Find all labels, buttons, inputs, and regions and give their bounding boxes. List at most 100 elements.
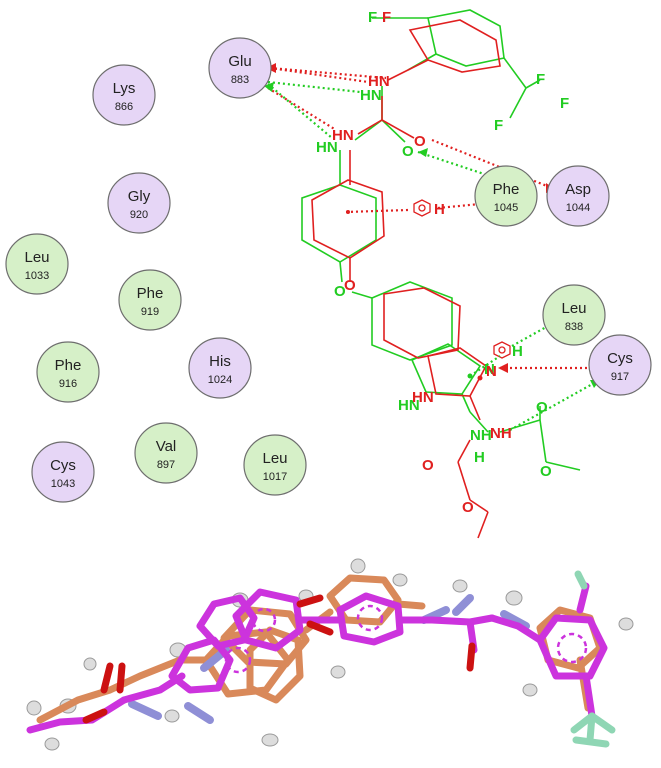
hydrogen-atoms [26,558,634,751]
residue-number: 838 [565,321,583,333]
residue-bubble [31,441,95,503]
residue-lys-866: Lys 866 [92,64,156,126]
residue-number: 1043 [51,478,75,490]
residue-cys-1043: Cys 1043 [31,441,95,503]
residue-bubble [208,37,272,99]
residue-number: 1024 [208,374,232,386]
atom-hn-top-red: HN [368,73,390,90]
residue-number: 919 [141,306,159,318]
residue-name: Glu [228,53,251,70]
atom-o-carb1: O [536,399,548,416]
interaction-arrowheads [264,63,600,388]
atom-ether-o-green: O [334,283,346,300]
oxygen-atoms [82,594,476,724]
residue-number: 897 [157,459,175,471]
atom-f2: F [382,9,391,26]
atom-hn-imid-red: HN [412,389,434,406]
residue-bubble [134,422,198,484]
residue-number: 1017 [263,471,287,483]
residue-name: His [209,353,231,370]
superposed-3d-stick-model [26,558,634,751]
interaction-lines [267,66,597,431]
aromatic-dash-circles [224,604,588,674]
residue-bubble [118,269,182,331]
residue-name: Leu [561,300,586,317]
atom-o-carb2: O [422,457,434,474]
residue-phe-919: Phe 919 [118,269,182,331]
residue-bubble [243,434,307,496]
residue-name: Gly [128,188,151,205]
residue-leu-1033: Leu 1033 [5,233,69,295]
residue-phe-916: Phe 916 [36,341,100,403]
residue-val-897: Val 897 [134,422,198,484]
residue-number: 883 [231,74,249,86]
residue-bubble [107,172,171,234]
residue-leu-1017: Leu 1017 [243,434,307,496]
atom-f4: F [560,95,569,112]
residue-bubble [588,334,652,396]
residue-name: Asp [565,181,591,198]
atom-labels: F F F F F HN HN HN HN O O O O H H N N HN… [316,9,569,516]
residue-number: 1033 [25,270,49,282]
atom-o-urea-green: O [402,143,414,160]
ligand-green-skeleton [301,9,581,471]
residue-name: Cys [607,350,633,367]
atom-h-pi2: H [512,343,523,360]
residue-bubble [542,284,606,346]
atom-hn-imid-green: HN [398,397,420,414]
atom-nh-carb-red: NH [490,425,512,442]
residue-name: Phe [137,285,164,302]
ligand-2d-diagram: F F F F F HN HN HN HN O O O O H H N N HN… [264,9,600,539]
atom-nh-carb-green: NH [470,427,492,444]
residue-leu-838: Leu 838 [542,284,606,346]
residue-name: Val [156,438,177,455]
atom-f3: F [536,71,545,88]
residue-gly-920: Gly 920 [107,172,171,234]
pi-centroid-dot-red [477,375,483,381]
residue-number: 920 [130,209,148,221]
atom-h-pi1: H [434,201,445,218]
atom-hn-top-green: HN [360,87,382,104]
fluorine-atoms [570,570,616,748]
residue-number: 916 [59,378,77,390]
atom-o-urea-red: O [414,133,426,150]
pi-ring-icon-leu838 [493,341,511,359]
residue-name: Lys [113,80,136,97]
residue-name: Phe [493,181,520,198]
residue-bubble [92,64,156,126]
atom-f1: F [368,9,377,26]
residue-number: 866 [115,101,133,113]
residue-phe-1045: Phe 1045 [474,165,538,227]
atom-o-ester2: O [462,499,474,516]
residue-his-1024: His 1024 [188,337,252,399]
ligand-red-skeleton [311,19,501,539]
residue-name: Cys [50,457,76,474]
residue-name: Leu [24,249,49,266]
atom-hn-mid-red: HN [332,127,354,144]
residue-number: 1044 [566,202,590,214]
atom-hn-mid-green: HN [316,139,338,156]
residue-bubble [546,165,610,227]
atom-n-red: N [486,363,497,380]
residue-number: 917 [611,371,629,383]
residue-asp-1044: Asp 1044 [546,165,610,227]
residue-name: Leu [262,450,287,467]
residue-number: 1045 [494,202,518,214]
pi-ring-icon-phe1045 [413,199,431,217]
magenta-stick-model [26,582,608,734]
residue-bubble [36,341,100,403]
atom-n-green: N [484,361,495,378]
residue-bubble [5,233,69,295]
atom-h-carb: H [474,449,485,466]
residue-bubble [188,337,252,399]
atom-ether-o-red: O [344,277,356,294]
residue-glu-883: Glu 883 [208,37,272,99]
residue-cys-917: Cys 917 [588,334,652,396]
atom-f5: F [494,117,503,134]
residue-bubble [474,165,538,227]
residue-name: Phe [55,357,82,374]
atom-o-ester1: O [540,463,552,480]
residue-layer: Glu883Lys866Gly920Leu1033Phe919Phe916His… [5,37,652,503]
